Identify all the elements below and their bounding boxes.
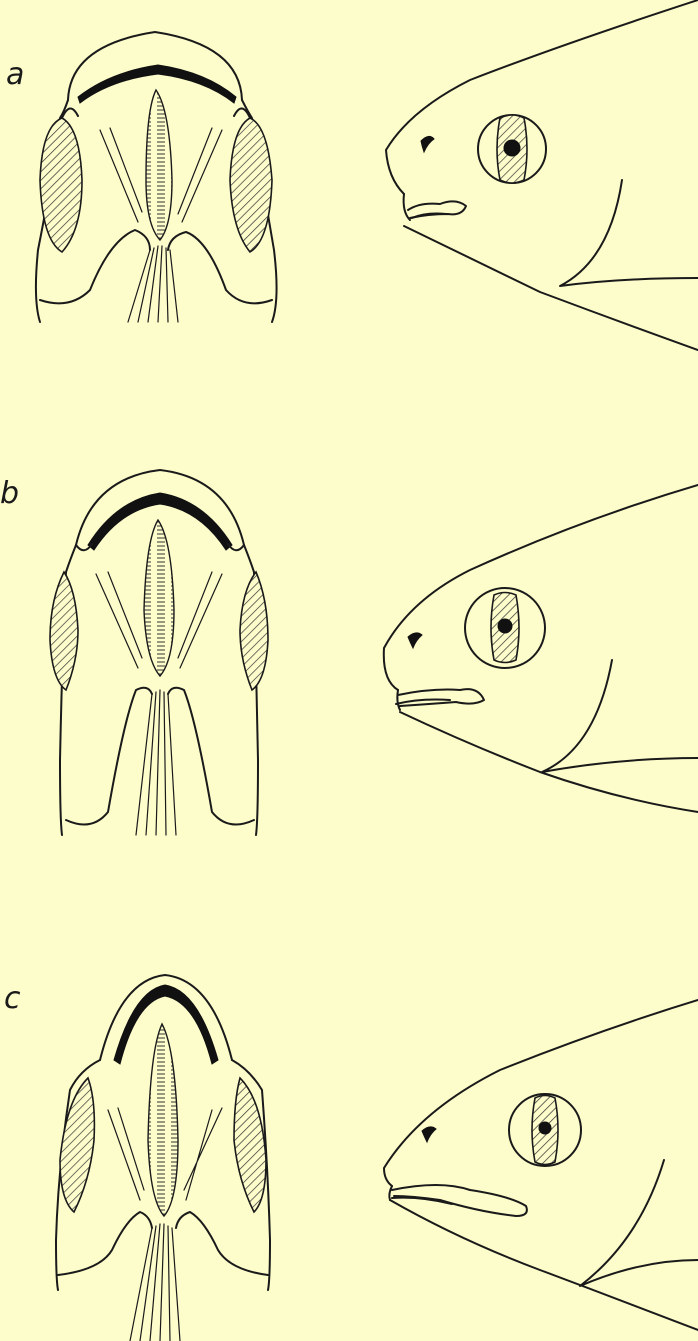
panel-a-label: a	[6, 57, 24, 92]
panel-c-label: c	[4, 981, 21, 1016]
panel-b-label: b	[0, 476, 19, 511]
